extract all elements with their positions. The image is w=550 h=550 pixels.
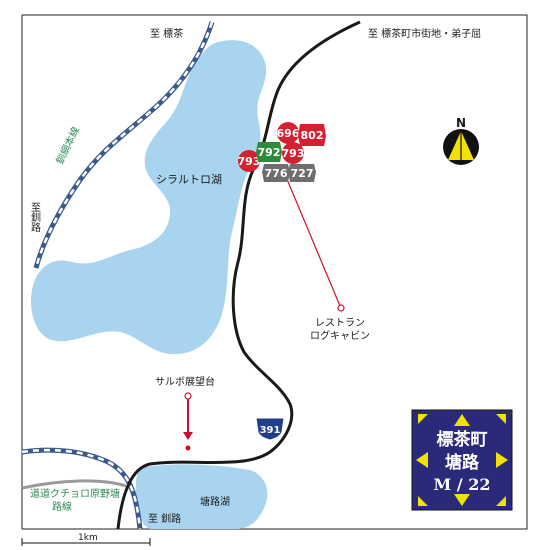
label-lookout: サルボ展望台 [155,375,215,388]
badge-793-right: 793 [282,142,305,164]
panel-arrow-up-icon [454,414,470,426]
label-top-left-destination: 至 標茶 [150,27,183,40]
compass-label: N [456,116,466,130]
svg-text:793: 793 [238,155,261,168]
label-railway-south-line2: 路線 [52,500,72,513]
label-bottom-destination: 至 釧路 [148,512,181,525]
panel-arrow-right-icon [496,452,508,468]
restaurant-marker [337,304,345,312]
svg-text:727: 727 [291,167,314,180]
route-391-road [116,20,361,530]
badge-793-left: 793 [238,150,261,172]
panel-arrow-down-icon [454,494,470,506]
panel-grid-ref: M / 22 [434,475,491,494]
route-391-shield: 391 [255,417,285,441]
scale-bar: 1km [21,533,151,546]
railway-north [33,21,215,269]
local-road-south [21,479,127,490]
compass-icon: N [443,116,479,165]
badge-776: 776 [262,164,290,182]
route-391-label: 391 [260,425,281,436]
label-lake-main: シラルトロ湖 [156,173,222,186]
label-railway-south-line1: 道道クチョロ原野塘 [30,487,120,500]
panel-arrow-left-icon [416,452,428,468]
location-panel: 標茶町 塘路 M / 22 [411,409,513,511]
panel-area: 塘路 [445,452,480,473]
lake-shirarutoro [30,40,267,355]
svg-text:793: 793 [282,147,305,160]
label-left-destination: 至釧路 [29,202,41,233]
lookout-point [185,445,191,451]
badge-802: 802 [298,124,326,146]
label-lake-south: 塘路湖 [200,495,230,508]
restaurant-pointer [283,171,341,307]
badge-727: 727 [288,164,316,182]
lookout-marker [184,392,192,400]
badge-792: 792 [256,142,282,162]
lake-toro [135,464,268,529]
label-top-right-destination: 至 標茶町市街地・弟子屈 [368,27,481,40]
badge-696: 696 [277,122,300,144]
lookout-arrow-head [183,432,193,440]
svg-text:696: 696 [277,127,300,140]
svg-text:792: 792 [258,146,281,159]
label-restaurant: レストランログキャビン [310,317,370,342]
svg-text:776: 776 [265,167,288,180]
scale-label: 1km [78,533,98,543]
panel-town: 標茶町 [437,429,488,450]
railway-south [21,447,143,530]
svg-text:802: 802 [301,129,324,142]
